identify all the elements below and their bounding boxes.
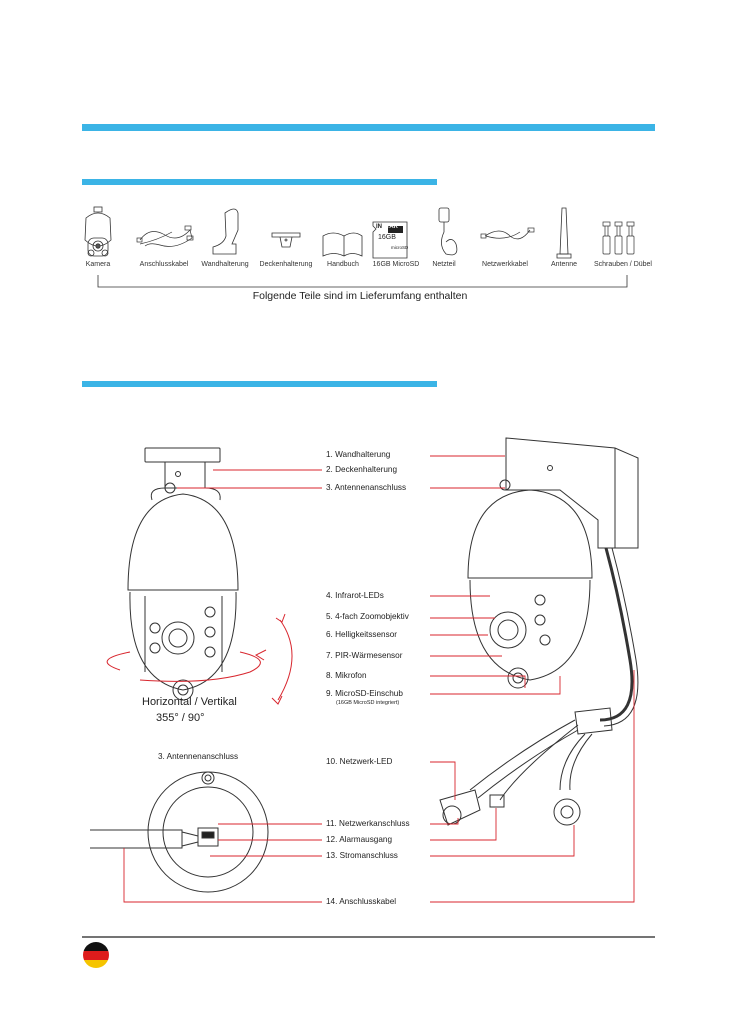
callout-8: 8. Mikrofon xyxy=(326,671,367,680)
germany-flag-icon xyxy=(83,942,109,968)
ceiling-mount-icon xyxy=(271,232,301,248)
sd-brand-star: STAR xyxy=(382,224,398,230)
microsd-card-icon xyxy=(372,221,408,259)
callout-3: 3. Antennenanschluss xyxy=(326,483,407,492)
bottom-antenna-label: 3. Antennenanschluss xyxy=(158,752,239,761)
camera-icon xyxy=(84,206,112,257)
delivery-bracket xyxy=(97,275,628,288)
parts-illustrations xyxy=(84,206,635,288)
callout-2: 2. Deckenhalterung xyxy=(326,465,398,474)
part-label-connection-cable: Anschlusskabel xyxy=(139,261,189,268)
part-label-wall-mount: Wandhalterung xyxy=(201,261,249,268)
delivery-caption: Folgende Teile sind im Lieferumfang enth… xyxy=(252,290,468,302)
callout-9-sub: (16GB MicroSD integriert) xyxy=(336,700,400,706)
sd-card-capacity: 16GB xyxy=(378,234,396,241)
bottom-view-illustration xyxy=(90,771,269,893)
wall-mount-icon xyxy=(212,208,239,255)
part-label-screws: Schrauben / Dübel xyxy=(594,261,652,268)
callout-12: 12. Alarmausgang xyxy=(326,835,392,844)
sd-brand-in: IN xyxy=(376,224,382,230)
right-camera-illustration xyxy=(439,437,639,826)
callout-13: 13. Stromanschluss xyxy=(326,851,398,860)
rotation-value: 355° / 90° xyxy=(156,712,205,724)
callout-7: 7. PIR-Wärmesensor xyxy=(326,651,403,660)
screws-icon xyxy=(602,221,635,255)
network-cable-icon xyxy=(480,227,535,240)
part-label-microsd: 16GB MicroSD xyxy=(372,261,420,268)
part-label-manual: Handbuch xyxy=(327,261,359,268)
part-label-network-cable: Netzwerkkabel xyxy=(482,261,528,268)
part-label-camera: Kamera xyxy=(85,261,111,268)
connection-cable-icon xyxy=(136,225,194,247)
callout-5: 5. 4-fach Zoomobjektiv xyxy=(326,612,409,621)
callout-14: 14. Anschlusskabel xyxy=(326,897,397,906)
header-bar-overview xyxy=(82,381,437,387)
rotation-label: Horizontal / Vertikal xyxy=(142,696,237,708)
callout-1: 1. Wandhalterung xyxy=(326,450,391,459)
part-label-antenna: Antenne xyxy=(550,261,578,268)
power-adapter-icon xyxy=(438,207,458,256)
callout-10: 10. Netzwerk-LED xyxy=(326,757,393,766)
left-camera-illustration xyxy=(127,447,239,701)
callout-9: 9. MicroSD-Einschub xyxy=(326,689,403,698)
part-label-ceiling-mount: Deckenhalterung xyxy=(259,261,313,268)
header-bar-top xyxy=(82,124,655,131)
callout-6: 6. Helligkeitssensor xyxy=(326,630,397,639)
sd-card-brand: INSTAR xyxy=(376,224,398,230)
callout-4: 4. Infrarot-LEDs xyxy=(326,591,384,600)
sd-card-type: microSD xyxy=(391,245,409,250)
manual-icon xyxy=(322,232,363,257)
part-label-power-adapter: Netzteil xyxy=(432,261,456,268)
header-bar-parts xyxy=(82,179,437,185)
callout-11: 11. Netzwerkanschluss xyxy=(326,819,410,828)
rotation-arrows xyxy=(106,613,293,705)
antenna-icon xyxy=(556,207,572,259)
